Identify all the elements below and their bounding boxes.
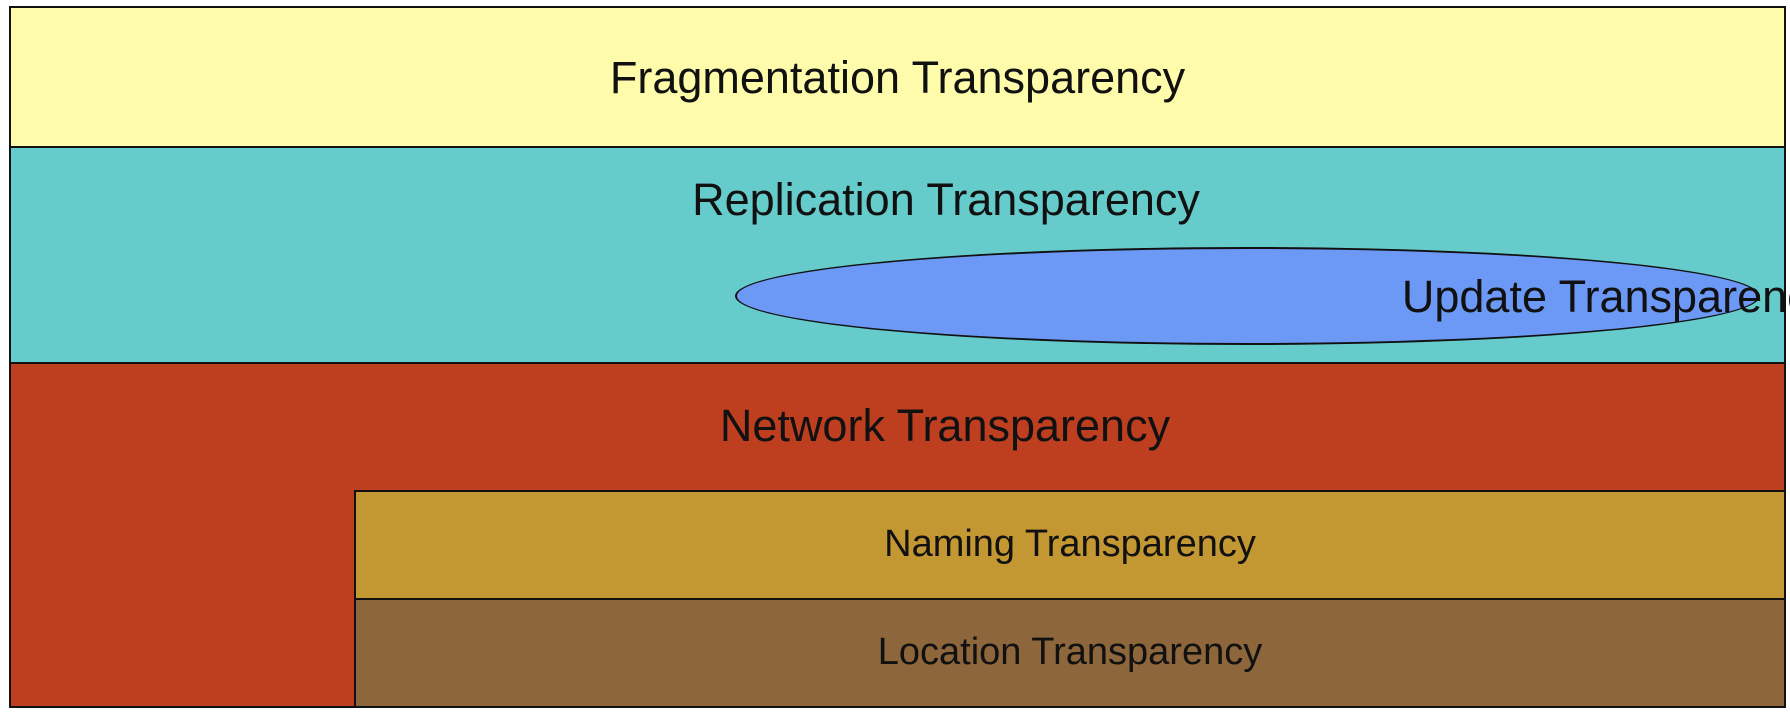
replication-transparency-label: Replication Transparency: [692, 174, 1200, 225]
bottom-margin: [0, 708, 1790, 716]
network-transparency-label: Network Transparency: [719, 400, 1171, 451]
fragmentation-transparency-label: Fragmentation Transparency: [609, 52, 1186, 103]
update-transparency-label: Update Transparency: [1401, 271, 1790, 322]
naming-transparency-label: Naming Transparency: [884, 523, 1256, 565]
location-transparency-label: Location Transparency: [877, 631, 1263, 673]
fragmentation-transparency-layer: Fragmentation Transparency: [9, 6, 1786, 148]
location-transparency-layer: Location Transparency: [354, 598, 1786, 708]
naming-transparency-layer: Naming Transparency: [354, 490, 1786, 600]
update-transparency-ellipse: Update Transparency: [735, 247, 1790, 345]
